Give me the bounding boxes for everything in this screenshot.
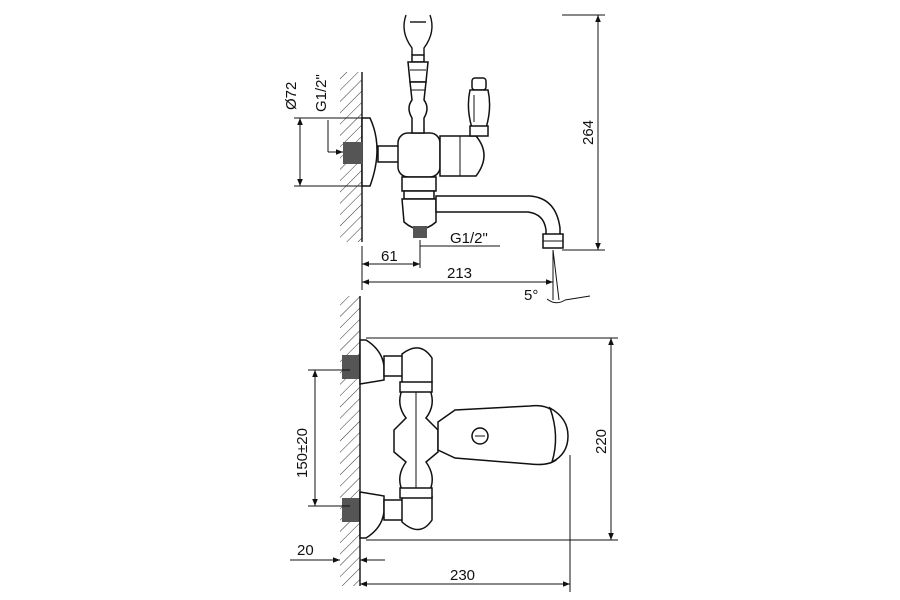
flange-upper (359, 339, 385, 385)
angle-leader (564, 295, 591, 301)
lever-handle (467, 89, 491, 129)
thread-upper (342, 355, 360, 379)
label-d264: 264 (580, 120, 597, 145)
flow-angle-line (552, 249, 560, 301)
spout-plan (437, 404, 562, 466)
plan-view (340, 296, 569, 586)
cartridge-cap (439, 135, 485, 177)
holder-collar (407, 61, 429, 83)
side-view-labels: Ø72 G1/2" 264 G1/2" 61 213 5° (283, 74, 597, 304)
spout-tip-plan (548, 406, 569, 464)
holder-column (408, 81, 428, 134)
label-d150: 150±20 (294, 428, 311, 478)
label-d72: Ø72 (283, 82, 300, 110)
wall-hatch-bottom (340, 296, 360, 586)
lever-base (469, 125, 489, 137)
diverter-neck (401, 176, 437, 192)
side-view-dimensions (294, 14, 605, 304)
angle-arc (546, 298, 566, 304)
flange-lower (359, 491, 385, 539)
arm-lower (383, 499, 405, 521)
hose-outlet (401, 198, 437, 230)
label-g12-left: G1/2" (313, 74, 330, 112)
arm-top (377, 145, 401, 163)
nut-upper (401, 347, 433, 388)
diverter-ring (403, 190, 435, 200)
mixer-body (397, 132, 441, 178)
label-d220: 220 (593, 429, 610, 454)
label-d213: 213 (447, 265, 472, 282)
plan-view-dimensions (290, 337, 618, 592)
side-view (340, 14, 564, 301)
label-g12-bottom: G1/2" (450, 230, 488, 247)
hose-thread (413, 226, 427, 238)
holder-neck (411, 54, 425, 63)
collar-lower (399, 487, 433, 499)
thread-top (343, 142, 362, 164)
lever-top (471, 77, 487, 91)
thread-lower (342, 498, 360, 522)
fork-left (403, 14, 413, 55)
fork-right (423, 14, 433, 55)
plan-view-labels: 150±20 220 20 230 (294, 428, 610, 584)
label-d230: 230 (450, 567, 475, 584)
flange-top (361, 117, 378, 187)
label-angle: 5° (524, 287, 538, 304)
collar-upper (399, 381, 433, 393)
label-d61: 61 (381, 248, 398, 265)
label-d20: 20 (297, 542, 314, 559)
arm-upper (383, 355, 405, 377)
